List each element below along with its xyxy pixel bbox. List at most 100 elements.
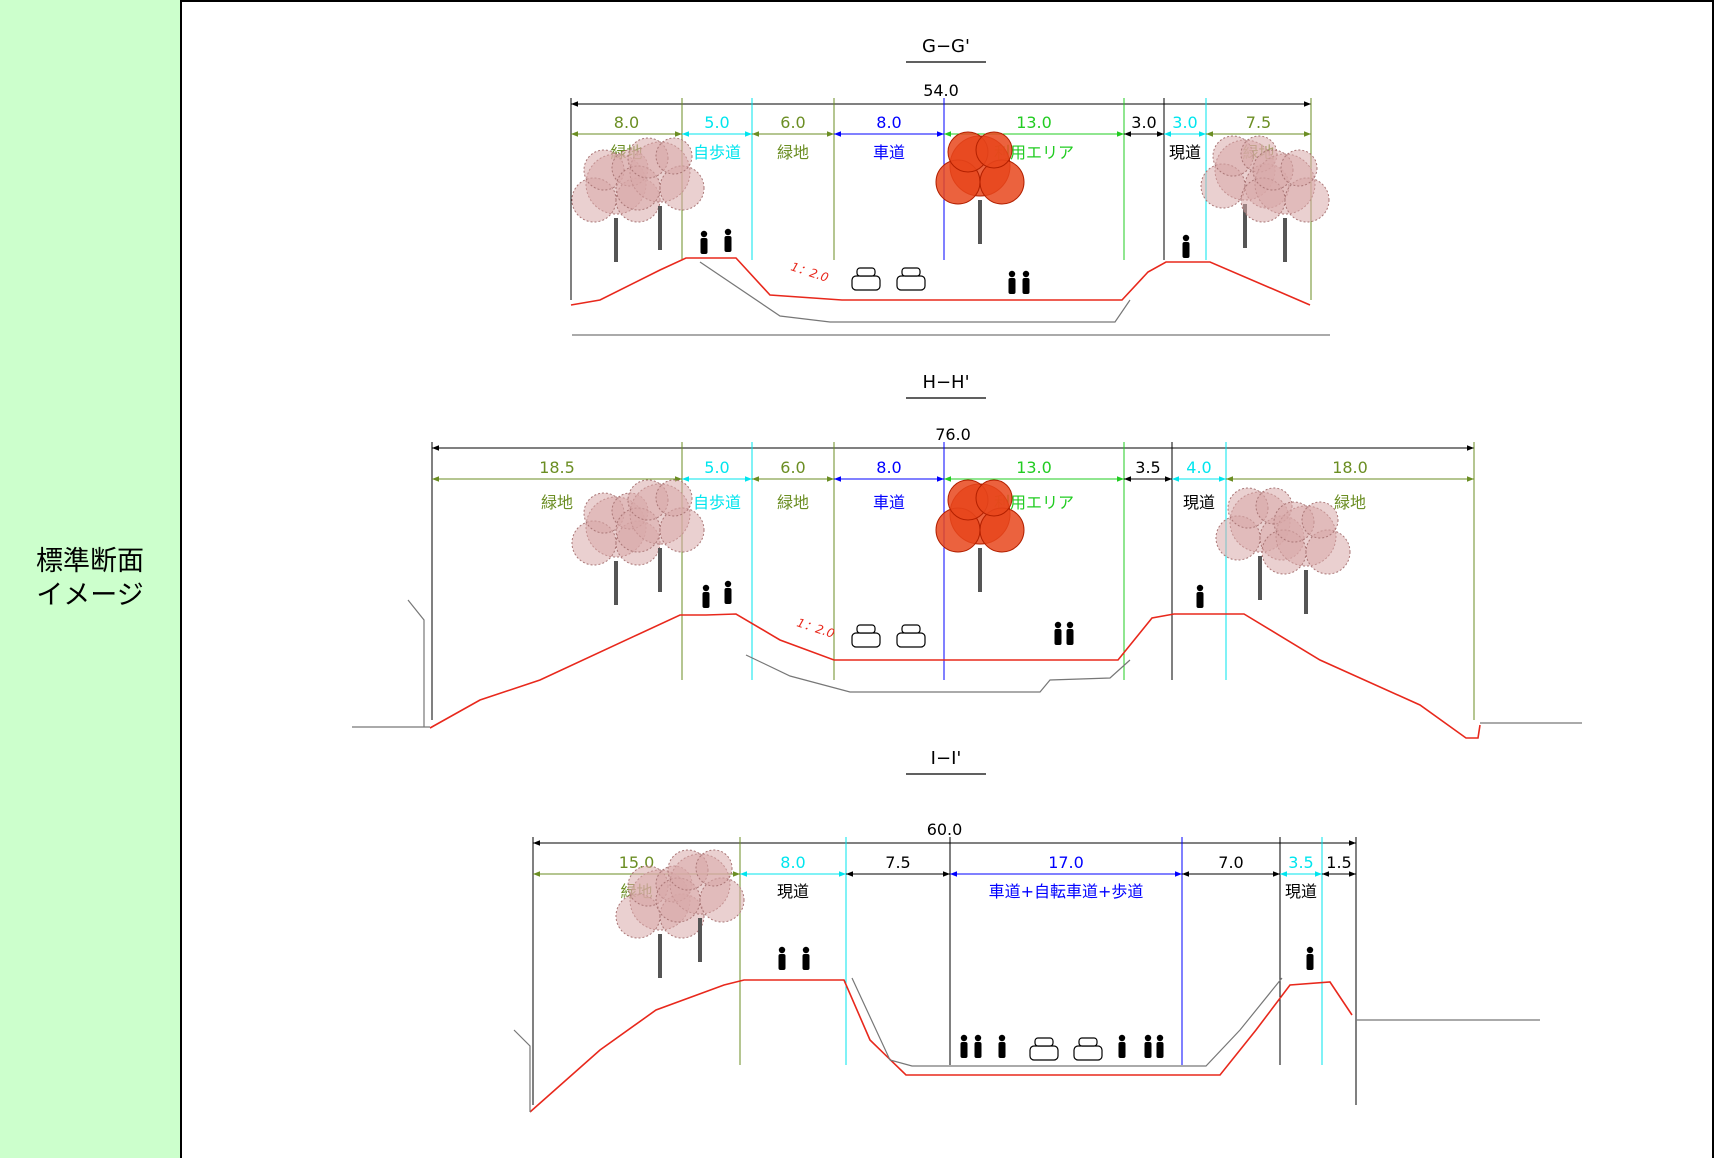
person-head	[1196, 584, 1204, 592]
section-2: H−H'76.018.5緑地5.0自歩道6.0緑地8.0車道13.0利用エリア3…	[352, 372, 1582, 739]
section-title: I−I'	[931, 748, 962, 769]
person-body	[724, 588, 732, 604]
person-body	[1118, 1042, 1126, 1058]
tree-icon	[1261, 501, 1351, 614]
car-cabin	[901, 267, 921, 277]
segment-width-value: 13.0	[1016, 458, 1052, 477]
segment-width-value: 13.0	[1016, 113, 1052, 132]
person-body	[802, 954, 810, 970]
tree-crown	[655, 137, 693, 175]
segment-label: 利用エリア	[994, 493, 1074, 512]
segment-label: 車道	[873, 143, 905, 162]
segment-width-value: 3.0	[1172, 113, 1197, 132]
person-head	[1306, 946, 1314, 954]
car-body	[851, 275, 881, 291]
retaining-wall	[407, 599, 425, 727]
pedestrian-icon	[1306, 946, 1314, 970]
tree-crown	[695, 849, 733, 887]
person-head	[778, 946, 786, 954]
segment-label: 現道	[1183, 493, 1215, 512]
car-body	[896, 275, 926, 291]
person-body	[974, 1042, 982, 1058]
autumn-tree-icon	[935, 479, 1025, 592]
person-head	[724, 228, 732, 236]
segment-width-value: 3.5	[1288, 853, 1313, 872]
person-body	[702, 592, 710, 608]
tree-crown	[655, 479, 693, 517]
segment-width-value: 1.5	[1326, 853, 1351, 872]
person-body	[1054, 629, 1062, 645]
person-body	[1306, 954, 1314, 970]
person-head	[1008, 270, 1016, 278]
segment-width-value: 5.0	[704, 458, 729, 477]
person-body	[700, 238, 708, 254]
car-body	[1029, 1045, 1059, 1061]
car-cabin	[856, 624, 876, 634]
person-head	[974, 1034, 982, 1042]
person-body	[1182, 242, 1190, 258]
person-body	[724, 236, 732, 252]
person-body	[1022, 278, 1030, 294]
segment-label: 車道	[873, 493, 905, 512]
car-cabin	[901, 624, 921, 634]
pedestrian-icon	[1144, 1034, 1152, 1058]
car-body	[851, 632, 881, 648]
pedestrian-icon	[974, 1034, 982, 1058]
tree-icon	[615, 137, 705, 250]
person-body	[960, 1042, 968, 1058]
pedestrian-icon	[1156, 1034, 1164, 1058]
segment-width-value: 4.0	[1186, 458, 1211, 477]
segment-label: 緑地	[541, 493, 573, 512]
person-head	[1182, 234, 1190, 242]
pedestrian-icon	[778, 946, 786, 970]
pedestrian-icon	[1066, 621, 1074, 645]
segment-width-value: 8.0	[876, 458, 901, 477]
tree-crown	[659, 507, 705, 553]
segment-label: 現道	[1285, 882, 1317, 901]
segment-label: 緑地	[777, 143, 809, 162]
car-icon	[1073, 1037, 1103, 1061]
slope-ratio: 1：2.0	[795, 616, 836, 641]
segment-label: 車道+自転車道+歩道	[989, 882, 1144, 901]
segment-width-value: 7.5	[1246, 113, 1271, 132]
ground-profile	[529, 979, 1353, 1113]
autumn-tree-icon	[935, 131, 1025, 244]
pedestrian-icon	[1054, 621, 1062, 645]
person-head	[1156, 1034, 1164, 1042]
segment-label: 現道	[1169, 143, 1201, 162]
person-body	[1196, 592, 1204, 608]
category-label-line-1: 標準断面	[36, 546, 144, 577]
pedestrian-icon	[1118, 1034, 1126, 1058]
person-head	[724, 580, 732, 588]
tree-crown	[1305, 529, 1351, 575]
segment-width-value: 6.0	[780, 113, 805, 132]
pedestrian-icon	[724, 580, 732, 604]
segment-width-value: 18.5	[539, 458, 575, 477]
pedestrian-icon	[700, 230, 708, 254]
tree-icon	[1215, 487, 1305, 600]
segment-width-value: 18.0	[1332, 458, 1368, 477]
tree-crown	[1284, 177, 1330, 223]
car-icon	[1029, 1037, 1059, 1061]
car-body	[1073, 1045, 1103, 1061]
existing-ground-line	[851, 977, 1283, 1067]
segment-label: 自歩道	[693, 143, 741, 162]
section-title: H−H'	[922, 372, 969, 393]
pedestrian-icon	[998, 1034, 1006, 1058]
tree-icon	[615, 479, 705, 592]
ground-profile	[570, 257, 1311, 306]
car-cabin	[1078, 1037, 1098, 1047]
tree-crown	[1280, 149, 1318, 187]
person-head	[1022, 270, 1030, 278]
person-body	[1144, 1042, 1152, 1058]
person-head	[1118, 1034, 1126, 1042]
tree-crown	[1301, 501, 1339, 539]
segment-width-value: 8.0	[780, 853, 805, 872]
category-cell: 標準断面 イメージ	[0, 0, 182, 1158]
pedestrian-icon	[1196, 584, 1204, 608]
slope-ratio: 1：2.0	[789, 260, 830, 285]
person-head	[1144, 1034, 1152, 1042]
person-body	[1008, 278, 1016, 294]
pedestrian-icon	[702, 584, 710, 608]
